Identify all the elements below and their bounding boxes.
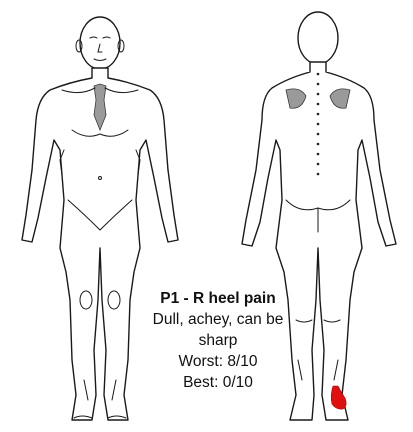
pain-worst: Worst: 8/10	[138, 351, 298, 372]
pain-marker-right-heel	[331, 386, 346, 409]
front-head	[80, 17, 120, 69]
back-head	[298, 12, 338, 64]
pain-best: Best: 0/10	[138, 372, 298, 393]
pain-annotation: P1 - R heel pain Dull, achey, can be sha…	[138, 288, 298, 393]
pain-title: P1 - R heel pain	[138, 288, 298, 309]
pain-description: Dull, achey, can be sharp	[138, 309, 298, 351]
